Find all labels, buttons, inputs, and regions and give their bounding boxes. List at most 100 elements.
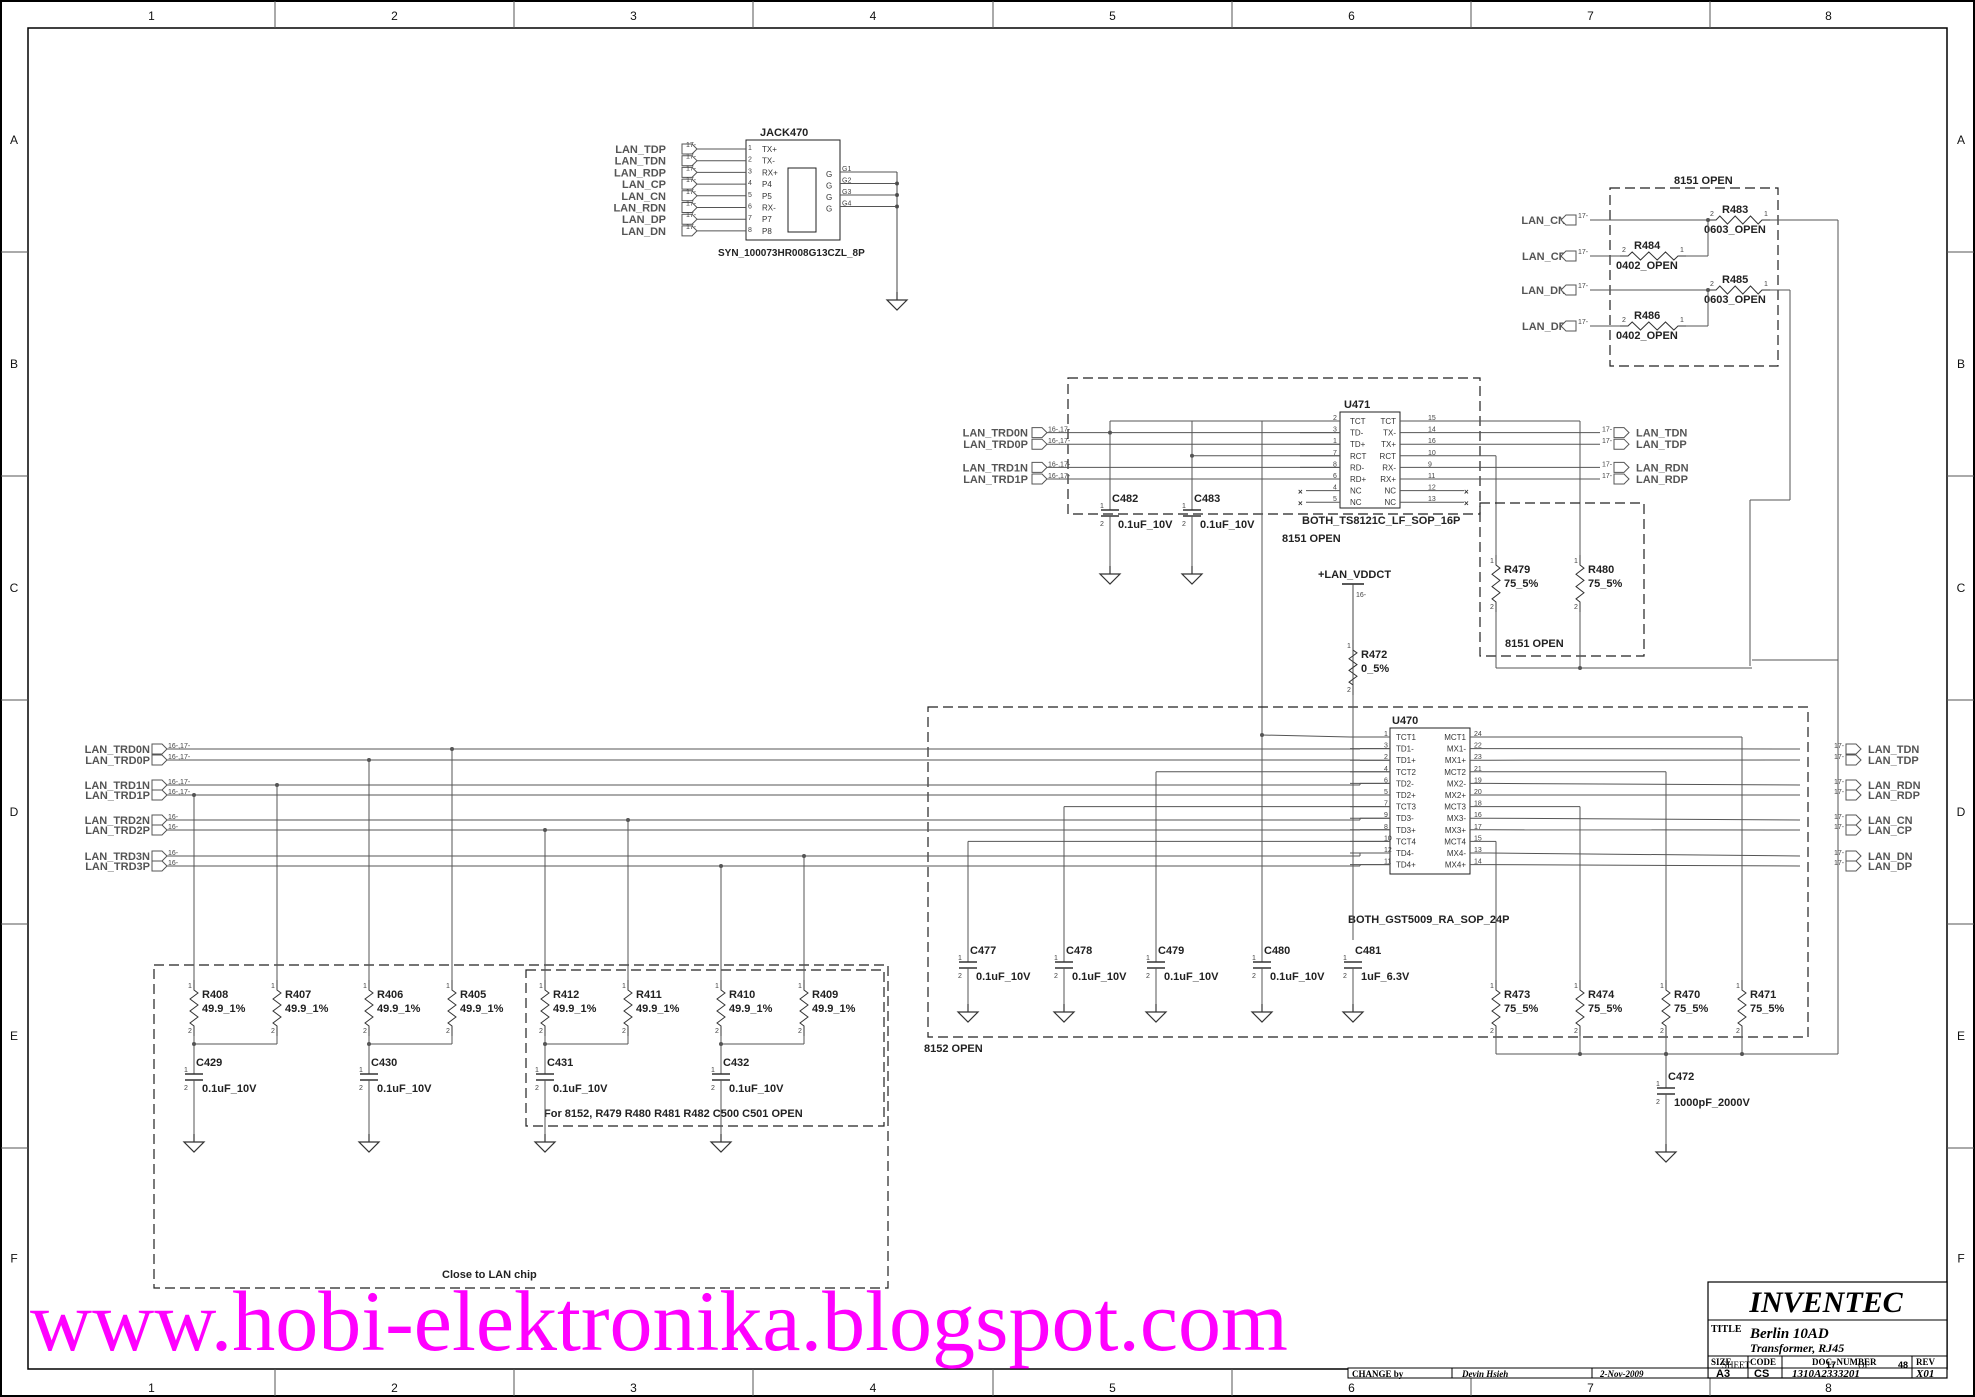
offpage-connector-icon <box>1845 850 1862 862</box>
pin-num: 2 <box>1054 973 1058 980</box>
pin-num: 2 <box>1146 973 1150 980</box>
u471-part: BOTH_TS8121C_LF_SOP_16P <box>1302 515 1460 527</box>
resistor-value: 49.9_1% <box>729 1003 773 1015</box>
u470-left-net: LAN_TRD1N <box>85 780 150 792</box>
jack-net-label: LAN_DP <box>622 214 666 226</box>
resistor-icon <box>799 980 809 1036</box>
offpage-connector-icon <box>1845 860 1862 872</box>
pin-num: 1 <box>798 983 802 990</box>
jack-g-pin: G3 <box>842 189 851 196</box>
sheet-ref: 17- <box>1834 850 1845 857</box>
jack-pin-name: P4 <box>762 180 772 189</box>
pin-num: 1 <box>1182 503 1186 510</box>
offpage-connector-icon <box>681 166 698 178</box>
u471-left-pin: RD+ <box>1350 475 1367 484</box>
pin-num: 11 <box>1384 859 1391 866</box>
offpage-connector-icon <box>1031 438 1048 450</box>
pin-num: 13 <box>1474 847 1482 854</box>
ground-icon <box>1250 1004 1274 1023</box>
term-note: For 8152, R479 R480 R481 R482 C500 C501 … <box>544 1108 803 1120</box>
obt-net-label: LAN_CN <box>1521 215 1566 227</box>
grid-col-bottom: 2 <box>391 1381 398 1395</box>
offpage-connector-icon <box>681 213 698 225</box>
resistor-ref: R407 <box>285 989 311 1001</box>
capacitor-ref: C477 <box>970 945 996 957</box>
pin-num: 14 <box>1474 859 1482 866</box>
resistor-value: 49.9_1% <box>553 1003 597 1015</box>
u471-section: U471 BOTH_TS8121C_LF_SOP_16P 8151 OPEN 2… <box>963 377 1689 737</box>
pin-num: 1 <box>1100 503 1104 510</box>
pin-num: 5 <box>748 192 752 199</box>
u470-left-pin: TCT4 <box>1396 837 1417 846</box>
u471-left-pin: TCT <box>1350 417 1366 426</box>
u470-left-net: LAN_TRD2P <box>85 825 150 837</box>
pin-num: 2 <box>715 1028 719 1035</box>
pin-num: 1 <box>1656 1081 1660 1088</box>
pin-num: 2 <box>1736 1028 1740 1035</box>
junction-dot <box>1664 1052 1668 1056</box>
pin-num: 1 <box>1736 983 1740 990</box>
pin-num: 6 <box>1384 777 1388 784</box>
offpage-connector-icon <box>1560 214 1577 226</box>
pin-num: 2 <box>1490 604 1494 611</box>
pin-num: 2 <box>1333 415 1337 422</box>
pin-num: 6 <box>1333 473 1337 480</box>
resistor-icon <box>1620 251 1686 261</box>
ground-icon <box>182 1134 206 1153</box>
u470-left-net: LAN_TRD2N <box>85 815 150 827</box>
pin-num: 2 <box>1622 317 1626 324</box>
pin-num: 17 <box>1474 824 1482 831</box>
ground-icon <box>1341 1004 1365 1023</box>
jack-pin-name: P8 <box>762 227 772 236</box>
pin-num: 1 <box>1490 558 1494 565</box>
doc-label: DOC. NUMBER <box>1812 1357 1877 1367</box>
wire <box>1261 734 1351 738</box>
junction-dot <box>626 818 630 822</box>
sheet-ref: 17- <box>1834 743 1845 750</box>
u470-left-pin: TCT1 <box>1396 733 1417 742</box>
junction-dot <box>543 828 547 832</box>
offpage-connector-icon <box>1031 427 1048 439</box>
pin-num: 4 <box>1384 766 1388 773</box>
resistor-ref: R409 <box>812 989 838 1001</box>
u470-left-pin: TD4- <box>1396 849 1414 858</box>
pin-num: 2 <box>1252 973 1256 980</box>
sheet-ref: 17- <box>1834 779 1845 786</box>
offpage-connector-icon <box>151 743 168 755</box>
grid-col-bottom: 6 <box>1348 1381 1355 1395</box>
offpage-connector-icon <box>151 754 168 766</box>
sheet-ref: 17- <box>1834 824 1845 831</box>
pin-num: 6 <box>748 204 752 211</box>
jack-pin-name: TX+ <box>762 145 777 154</box>
grid-col-bottom: 7 <box>1587 1381 1594 1395</box>
grid-row-left: F <box>10 1252 17 1266</box>
resistor-icon <box>1491 555 1501 612</box>
pin-num: 10 <box>1384 835 1392 842</box>
grid-row-right: F <box>1957 1252 1964 1266</box>
resistor-ref: R479 <box>1504 564 1530 576</box>
grid-row-left: D <box>10 805 19 819</box>
pin-num: 18 <box>1474 801 1482 808</box>
resistor-value: 75_5% <box>1674 1003 1708 1015</box>
u470-right-net: LAN_RDP <box>1868 790 1920 802</box>
u470-left-net: LAN_TRD1P <box>85 790 150 802</box>
jack-pin-name: P7 <box>762 215 772 224</box>
resistor-value: 75_5% <box>1588 578 1622 590</box>
u471-right-net: LAN_TDP <box>1636 439 1687 451</box>
inner-frame <box>27 27 1948 1370</box>
title-block: INVENTEC TITLE Berlin 10AD Transformer, … <box>1347 1281 1948 1380</box>
u471-left-pin: RD- <box>1350 463 1365 472</box>
resistor-value: 0402_OPEN <box>1616 260 1678 272</box>
resistor-ref: R412 <box>553 989 579 1001</box>
resistor-ref: R472 <box>1361 649 1387 661</box>
grid-col-top: 2 <box>391 9 398 23</box>
nc-mark-icon: × <box>1298 488 1303 497</box>
resistor-value: 75_5% <box>1750 1003 1784 1015</box>
sheet-ref: 17- <box>686 201 697 208</box>
offpage-connector-icon <box>151 824 168 836</box>
pin-num: 20 <box>1474 789 1482 796</box>
resistor-value: 0402_OPEN <box>1616 330 1678 342</box>
grid-col-top: 7 <box>1587 9 1594 23</box>
watermark-text: www.hobi-elektronika.blogspot.com <box>30 1273 1288 1369</box>
jack-net-label: LAN_TDP <box>615 144 666 156</box>
